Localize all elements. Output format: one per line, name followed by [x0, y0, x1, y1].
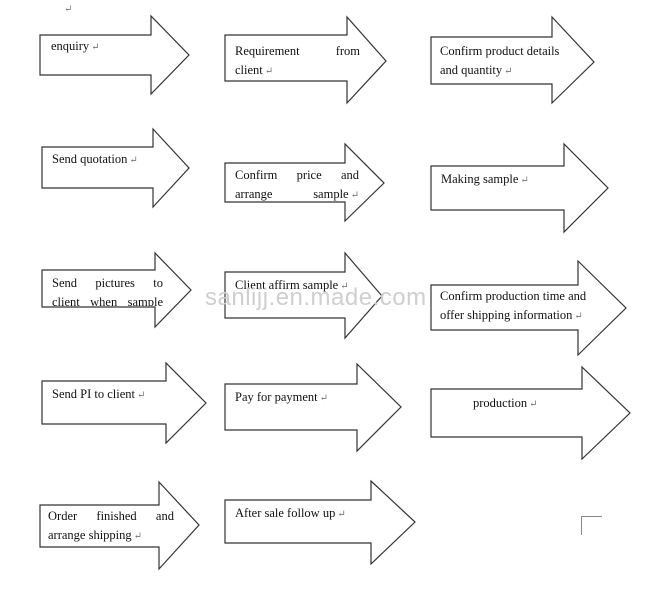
arrow-pay-for-payment — [224, 362, 402, 453]
arrow-client-affirm-sample — [224, 251, 383, 340]
paragraph-mark: ↵ — [64, 4, 73, 15]
watermark: sanlijj.en.made.com — [205, 284, 427, 311]
page-corner-mark — [581, 516, 602, 535]
arrow-requirement-from-client — [224, 15, 387, 105]
arrow-confirm-production-time — [430, 259, 627, 357]
arrow-send-pictures — [41, 251, 192, 329]
arrow-making-sample — [430, 142, 609, 234]
step-label: Order finished and arrange shipping↵ — [48, 509, 174, 542]
arrow-confirm-product-details — [430, 15, 595, 105]
step-label: Send PI to client↵ — [52, 387, 146, 401]
step-label: Confirm production time and offer shippi… — [440, 289, 587, 322]
step-label: Send quotation↵ — [52, 152, 138, 166]
step-label: Making sample↵ — [441, 172, 529, 186]
step-label: Confirm price and arrange sample↵ — [235, 168, 359, 201]
arrow-confirm-price — [224, 142, 385, 223]
step-label: Requirement from client↵ — [235, 44, 360, 77]
arrow-send-pi — [41, 361, 207, 445]
step-label: Confirm product details and quantity↵ — [440, 44, 560, 77]
arrow-after-sale — [224, 479, 416, 566]
step-label: After sale follow up↵ — [235, 506, 346, 520]
step-label: Client affirm sample↵ — [235, 278, 349, 292]
arrow-enquiry — [39, 14, 190, 96]
step-label: Send pictures to client when sample — [52, 276, 163, 306]
arrow-order-finished — [39, 480, 200, 571]
arrow-production — [430, 365, 631, 461]
arrow-send-quotation — [41, 127, 190, 209]
step-label: Pay for payment↵ — [235, 390, 329, 404]
step-label: enquiry↵ — [51, 39, 100, 53]
step-label: production↵ — [473, 396, 538, 410]
